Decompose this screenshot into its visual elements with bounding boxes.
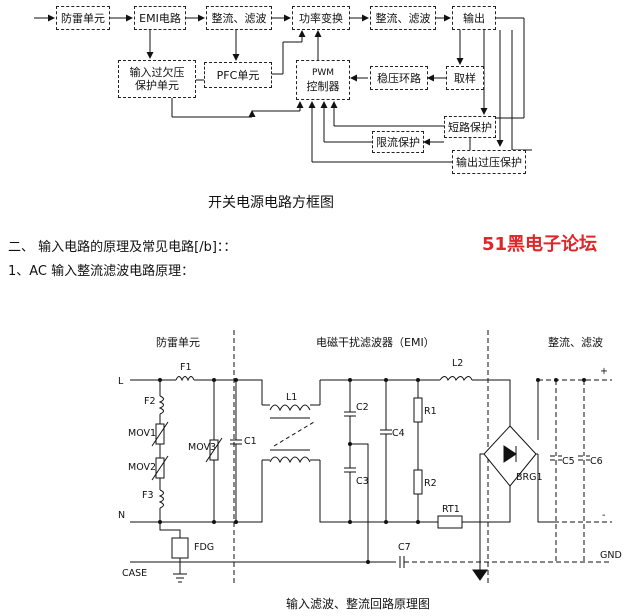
- section-heading: 二、 输入电路的原理及常见电路[/b]：：: [8, 240, 237, 255]
- c1-label: C1: [244, 436, 257, 447]
- block-emi: EMI电路: [134, 6, 186, 30]
- node-l-label: L: [118, 376, 124, 387]
- block-diagram-caption: 开关电源电路方框图: [208, 195, 334, 211]
- block-regulator-label: 稳压环路: [377, 71, 421, 85]
- block-rectifier-output: 整流、滤波: [370, 6, 436, 30]
- schematic-caption: 输入滤波、整流回路原理图: [286, 596, 430, 611]
- mov2-label: MOV2: [128, 462, 156, 473]
- block-output-label: 输出: [463, 11, 485, 25]
- c6-label: C6: [590, 456, 603, 467]
- block-lightning: 防雷单元: [56, 6, 110, 30]
- block-regulator-loop: 稳压环路: [370, 66, 428, 90]
- f3-label: F3: [142, 490, 154, 501]
- block-pfc-label: PFC单元: [216, 68, 260, 82]
- block-short-protection: 短路保护: [444, 116, 496, 138]
- r2-label: R2: [424, 478, 437, 489]
- block-ov-uv-protection: 输入过欠压 保护单元: [118, 60, 196, 98]
- block-current-label: 限流保护: [376, 135, 420, 149]
- block-current-limit: 限流保护: [372, 131, 424, 153]
- block-emi-label: EMI电路: [139, 11, 181, 25]
- c7-label: C7: [398, 542, 411, 553]
- block-ov-uv-line1: 输入过欠压: [129, 66, 185, 79]
- f2-label: F2: [144, 396, 156, 407]
- node-n-label: N: [118, 510, 125, 521]
- block-power-conversion: 功率变换: [292, 6, 350, 30]
- block-sampling-label: 取样: [454, 71, 476, 85]
- section-rectifier-title: 整流、滤波: [548, 335, 603, 349]
- block-diagram-wiring: [34, 14, 532, 163]
- c5-label: C5: [562, 456, 575, 467]
- brg1-label: BRG1: [516, 472, 543, 483]
- block-rectifier-input-label: 整流、滤波: [211, 11, 267, 25]
- block-power-conversion-label: 功率变换: [299, 11, 343, 25]
- r1-label: R1: [424, 406, 437, 417]
- section-lightning-title: 防雷单元: [156, 335, 200, 349]
- watermark-brand: 51黑电子论坛: [482, 234, 598, 255]
- plus-terminal-label: +: [600, 366, 608, 377]
- block-rectifier-output-label: 整流、滤波: [375, 11, 431, 25]
- fdg-label: FDG: [194, 542, 214, 553]
- block-pfc: PFC单元: [204, 62, 272, 88]
- c3-label: C3: [356, 476, 369, 487]
- l1-label: L1: [286, 392, 297, 403]
- block-ov-uv-line2: 保护单元: [135, 79, 179, 92]
- c4-label: C4: [392, 428, 405, 439]
- minus-terminal-label: -: [602, 510, 605, 521]
- block-output: 输出: [452, 6, 496, 30]
- block-rectifier-input: 整流、滤波: [206, 6, 272, 30]
- f1-label: F1: [180, 362, 192, 373]
- block-pwm-line1: PWM: [311, 68, 335, 78]
- mov3-label: MOV3: [188, 442, 216, 453]
- block-pwm-controller: PWM 控制器: [296, 60, 350, 100]
- subsection-heading: 1、AC 输入整流滤波电路原理：: [8, 264, 195, 279]
- rt1-label: RT1: [442, 504, 460, 515]
- l2-label: L2: [452, 358, 463, 369]
- section-emi-title: 电磁干扰滤波器（EMI）: [316, 335, 435, 349]
- node-case-label: CASE: [122, 568, 147, 579]
- block-output-overvoltage: 输出过压保护: [452, 150, 526, 174]
- c2-label: C2: [356, 402, 369, 413]
- mov1-label: MOV1: [128, 428, 156, 439]
- block-pwm-line2: 控制器: [306, 80, 340, 93]
- block-lightning-label: 防雷单元: [61, 11, 105, 25]
- block-sampling: 取样: [446, 66, 484, 90]
- node-gnd-label: GND: [600, 550, 622, 561]
- block-short-label: 短路保护: [448, 120, 492, 134]
- block-overvoltage-label: 输出过压保护: [456, 155, 522, 169]
